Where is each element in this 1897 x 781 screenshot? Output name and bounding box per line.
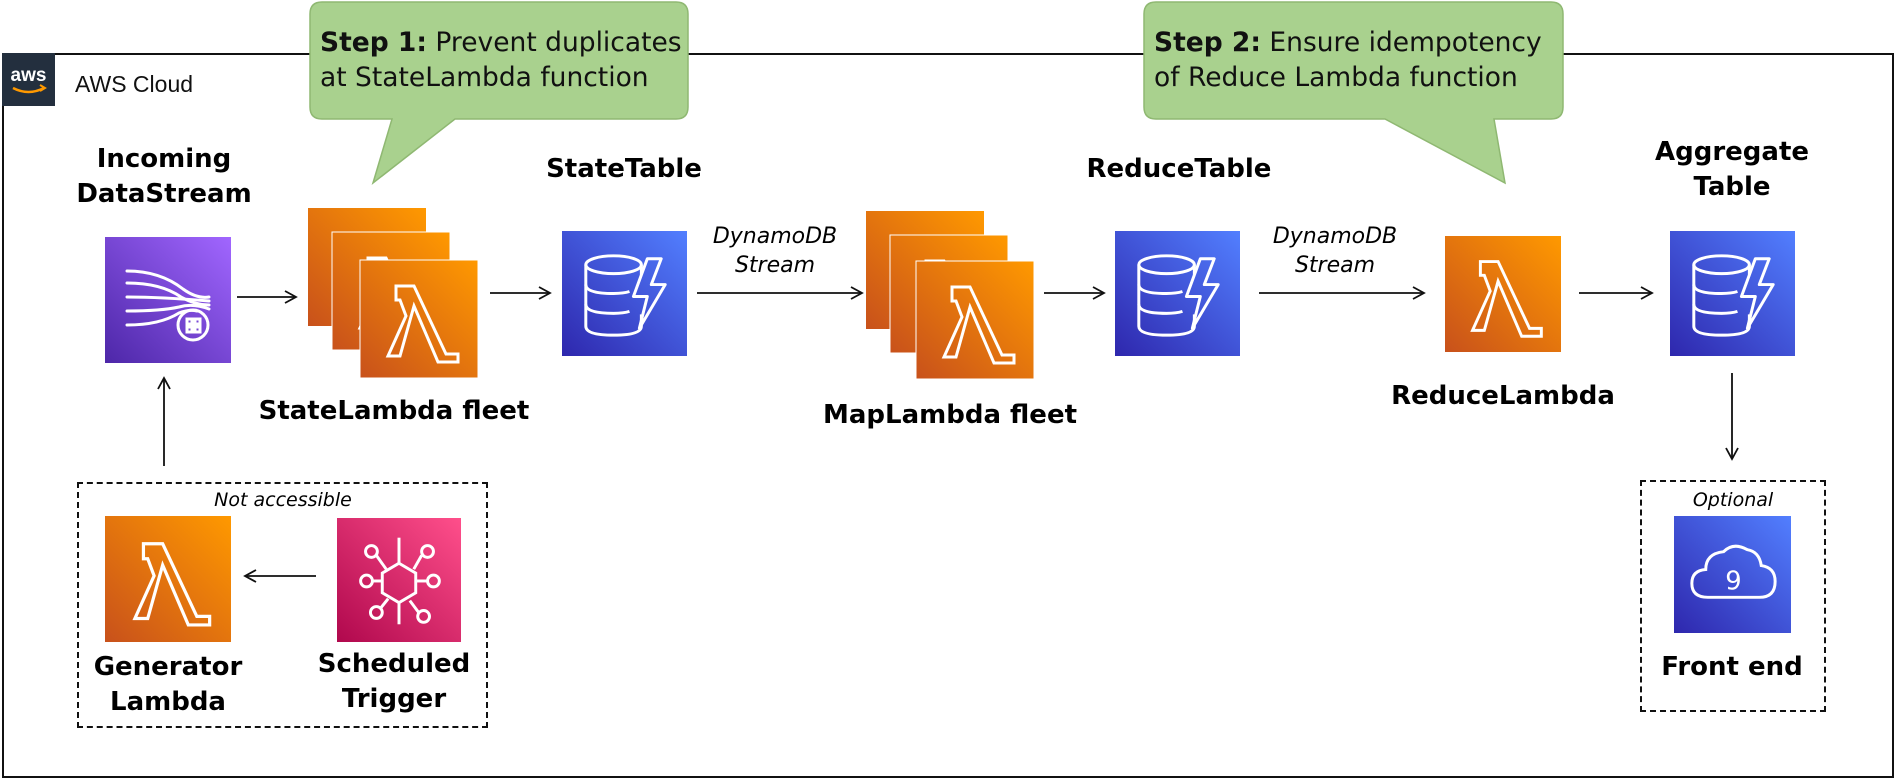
statelambda-fleet-icon bbox=[308, 208, 479, 379]
callout-2-line1: Ensure idempotency bbox=[1269, 27, 1542, 58]
scheduler-label-line1: Scheduled bbox=[317, 649, 471, 679]
callout-1-text: Step 1: Prevent duplicates at StateLambd… bbox=[320, 25, 682, 95]
aggregate-table-dynamodb-icon bbox=[1670, 231, 1795, 356]
scheduled-trigger-label: Scheduled Trigger bbox=[294, 647, 494, 717]
edge-stream1-label: DynamoDB Stream bbox=[690, 222, 860, 280]
cloud9-icon: 9 bbox=[1674, 516, 1791, 633]
optional-label: Optional bbox=[1692, 489, 1774, 511]
incoming-label-line1: Incoming bbox=[96, 144, 232, 174]
incoming-datastream-label: Incoming DataStream bbox=[64, 142, 264, 212]
eventbridge-scheduler-icon bbox=[337, 518, 461, 642]
callout-1-line2: at StateLambda function bbox=[320, 62, 649, 93]
edge-stream2-line2: Stream bbox=[1294, 253, 1376, 278]
callout-2-text: Step 2: Ensure idempotency of Reduce Lam… bbox=[1154, 25, 1542, 95]
front-end-label: Front end bbox=[1661, 652, 1803, 682]
aggregate-table-label: Aggregate Table bbox=[1632, 135, 1832, 205]
not-accessible-label: Not accessible bbox=[214, 489, 352, 511]
statetable-dynamodb-icon bbox=[562, 231, 687, 356]
generator-lambda-label: Generator Lambda bbox=[68, 650, 268, 720]
kinesis-data-streams-icon bbox=[105, 237, 231, 363]
cloud9-glyph: 9 bbox=[1725, 566, 1741, 596]
generator-label-line1: Generator bbox=[93, 652, 243, 682]
scheduler-label-line2: Trigger bbox=[341, 684, 447, 714]
edge-stream2-line1: DynamoDB bbox=[1272, 224, 1398, 249]
aws-logo-text: aws bbox=[11, 65, 47, 86]
edge-stream2-label: DynamoDB Stream bbox=[1250, 222, 1420, 280]
maplambda-fleet-label: MapLambda fleet bbox=[822, 400, 1078, 430]
optional-group bbox=[1640, 480, 1826, 712]
not-accessible-group bbox=[77, 482, 488, 728]
generator-label-line2: Lambda bbox=[110, 687, 226, 717]
aws-cloud-title: AWS Cloud bbox=[75, 71, 194, 97]
callout-2-step: Step 2: bbox=[1154, 27, 1261, 58]
callout-2-bubble bbox=[1143, 1, 1564, 185]
callout-1-step: Step 1: bbox=[320, 27, 427, 58]
aws-cloud-group bbox=[2, 53, 1894, 778]
statelambda-fleet-label: StateLambda fleet bbox=[258, 396, 530, 426]
aws-logo: aws bbox=[2, 53, 55, 106]
reducelambda-icon bbox=[1445, 236, 1561, 352]
edge-stream1-line1: DynamoDB bbox=[712, 224, 838, 249]
generator-lambda-icon bbox=[105, 516, 231, 642]
callout-1-bubble bbox=[309, 1, 689, 186]
incoming-label-line2: DataStream bbox=[76, 179, 252, 209]
maplambda-fleet-icon bbox=[866, 211, 1035, 380]
reducetable-dynamodb-icon bbox=[1115, 231, 1240, 356]
aggregate-label-line1: Aggregate bbox=[1654, 137, 1810, 167]
aggregate-label-line2: Table bbox=[1693, 172, 1771, 202]
reducetable-label: ReduceTable bbox=[1086, 154, 1272, 184]
edge-stream1-line2: Stream bbox=[734, 253, 816, 278]
reducelambda-label: ReduceLambda bbox=[1391, 381, 1615, 411]
statetable-label: StateTable bbox=[546, 154, 702, 184]
callout-1-line1: Prevent duplicates bbox=[435, 27, 682, 58]
callout-2-line2: of Reduce Lambda function bbox=[1154, 62, 1518, 93]
